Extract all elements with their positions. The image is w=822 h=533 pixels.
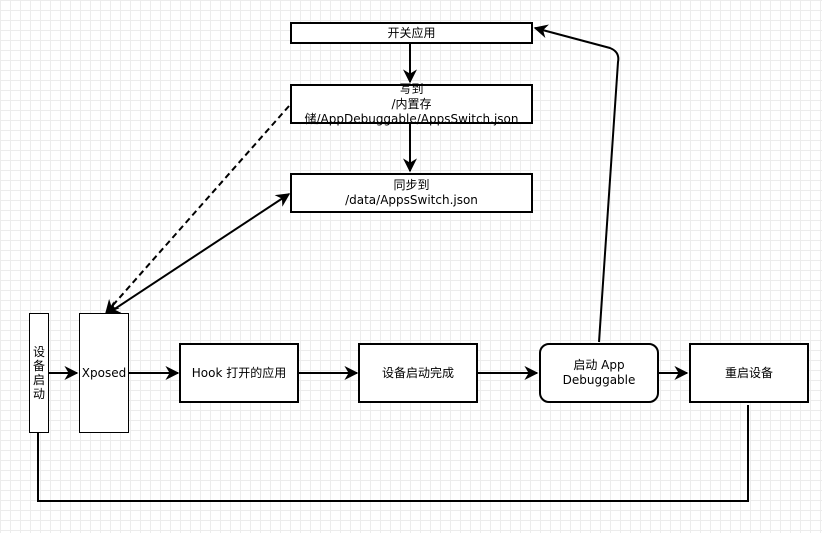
- node-reboot-device: 重启设备: [689, 343, 809, 403]
- edge-reboot-to-boot-loop: [37, 405, 749, 502]
- edge-write-to-xposed-dashed: [105, 105, 290, 315]
- node-switch-app: 开关应用: [290, 22, 533, 44]
- node-xposed-label: Xposed: [81, 365, 127, 380]
- node-switch-app-label: 开关应用: [387, 25, 436, 40]
- node-write-to-storage-label: 写到 /内置存储/AppDebuggable/AppsSwitch.json: [304, 81, 519, 126]
- node-boot-complete: 设备启动完成: [358, 343, 478, 403]
- node-hook-apps: Hook 打开的应用: [179, 343, 299, 403]
- node-hook-apps-label: Hook 打开的应用: [191, 365, 287, 380]
- node-xposed: Xposed: [79, 313, 129, 433]
- node-write-to-storage: 写到 /内置存储/AppDebuggable/AppsSwitch.json: [290, 81, 533, 126]
- edge-sync-to-xposed: [105, 193, 291, 315]
- node-sync-to-data: 同步到 /data/AppsSwitch.json: [290, 173, 533, 213]
- node-boot-complete-label: 设备启动完成: [381, 365, 454, 380]
- node-device-boot-label: 设 备 启 动: [32, 345, 45, 401]
- node-launch-app-debuggable: 启动 App Debuggable: [539, 343, 659, 403]
- node-device-boot: 设 备 启 动: [29, 313, 49, 433]
- node-launch-app-debuggable-label: 启动 App Debuggable: [562, 358, 636, 387]
- node-sync-to-data-label: 同步到 /data/AppsSwitch.json: [345, 178, 478, 207]
- node-reboot-device-label: 重启设备: [724, 365, 773, 380]
- edge-launch-to-switch: [533, 24, 620, 343]
